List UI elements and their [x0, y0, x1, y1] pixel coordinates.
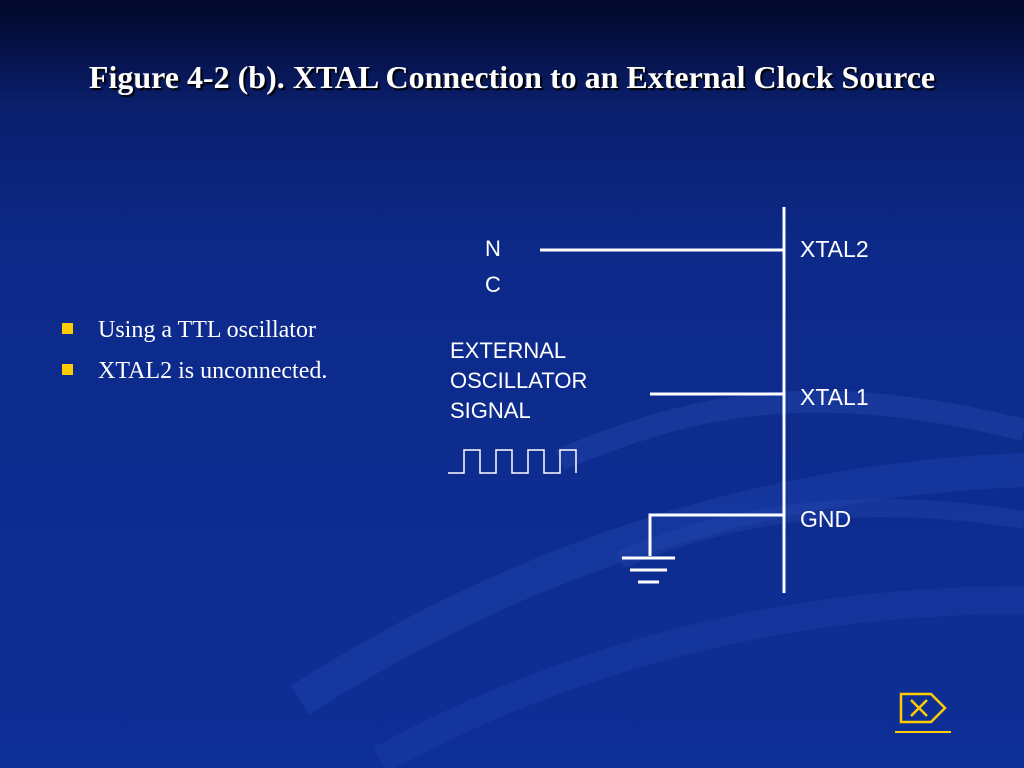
osc-label-line3: SIGNAL: [450, 398, 531, 423]
nc-label-c: C: [485, 272, 501, 297]
xtal2-label: XTAL2: [800, 236, 869, 262]
square-wave-icon: [448, 449, 577, 474]
close-icon: [895, 692, 951, 733]
bullet-item: XTAL2 is unconnected.: [62, 351, 327, 392]
bullet-text: Using a TTL oscillator: [98, 317, 316, 343]
end-show-button[interactable]: [893, 688, 953, 736]
gnd-label: GND: [800, 506, 852, 532]
nc-label-n: N: [485, 236, 501, 261]
osc-label-line1: EXTERNAL: [450, 338, 567, 363]
xtal1-label: XTAL1: [800, 384, 869, 410]
bullet-text: XTAL2 is unconnected.: [98, 358, 328, 384]
ground-symbol-icon: [622, 556, 675, 584]
bullet-square-icon: [62, 323, 73, 334]
bullet-item: Using a TTL oscillator: [62, 310, 327, 351]
osc-label-line2: OSCILLATOR: [450, 368, 588, 393]
bullet-square-icon: [62, 364, 73, 375]
gnd-wire: [648, 513, 784, 556]
bullet-list: Using a TTL oscillator XTAL2 is unconnec…: [62, 310, 327, 392]
slide-title: Figure 4-2 (b). XTAL Connection to an Ex…: [88, 59, 936, 95]
